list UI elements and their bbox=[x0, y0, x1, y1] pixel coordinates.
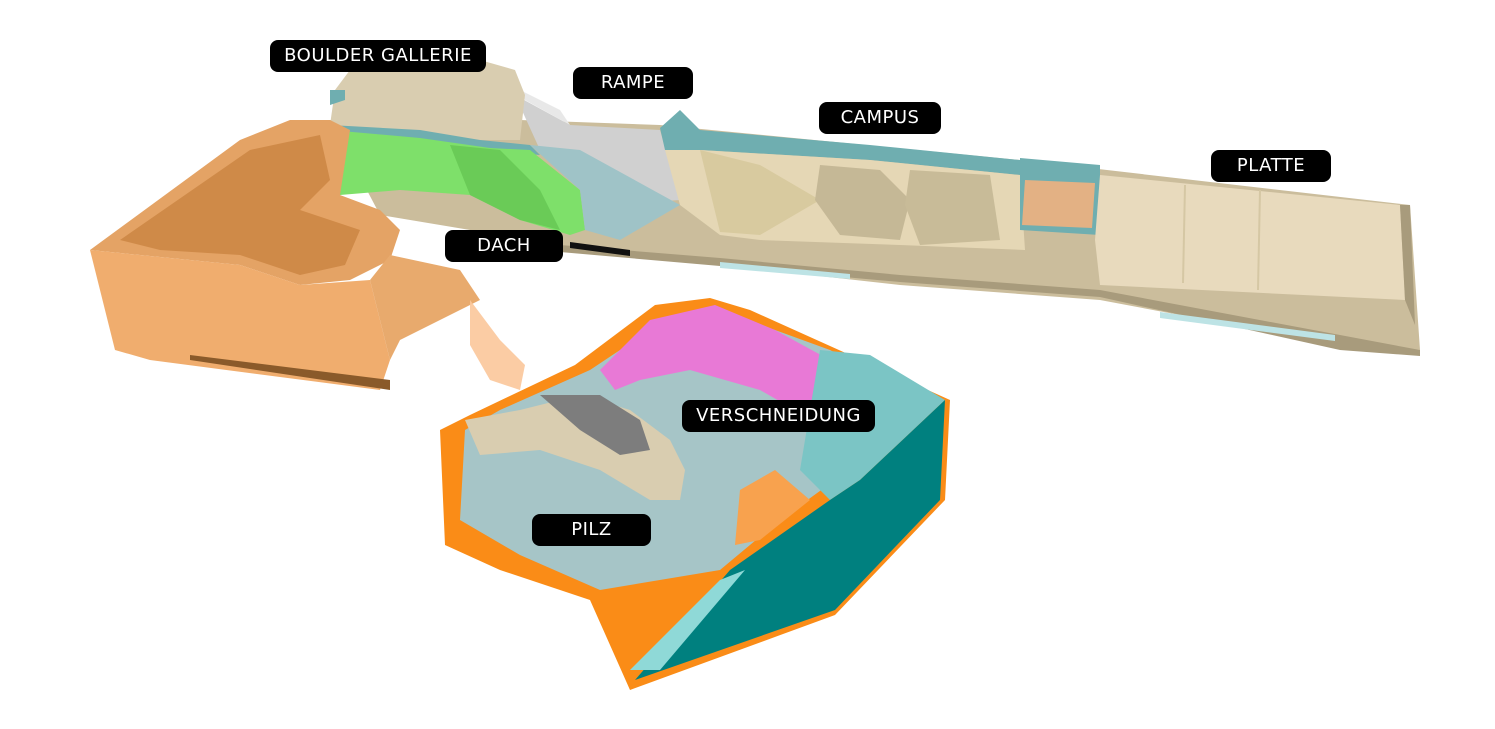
dach-shadow bbox=[190, 355, 390, 390]
floor-edge bbox=[560, 245, 1420, 356]
pilz-shadow bbox=[540, 395, 650, 455]
campus-block-2 bbox=[815, 165, 910, 240]
label-rampe: RAMPE bbox=[573, 67, 693, 99]
grid-panel bbox=[1022, 180, 1095, 228]
rampe-wall bbox=[515, 95, 680, 205]
light-blue-trim-1 bbox=[720, 262, 850, 279]
arrow-to-detail bbox=[470, 300, 525, 390]
label-platte: PLATTE bbox=[1211, 150, 1331, 182]
label-pilz: PILZ bbox=[532, 514, 651, 546]
rampe-light bbox=[520, 90, 570, 125]
dark-strip bbox=[570, 242, 630, 256]
label-campus: CAMPUS bbox=[819, 102, 941, 134]
dach-section bbox=[90, 120, 525, 390]
campus-block-3 bbox=[905, 170, 1000, 245]
boulder-teal-band bbox=[330, 125, 540, 155]
boulder-top bbox=[330, 60, 525, 140]
boulder-gallerie-section bbox=[310, 60, 680, 240]
label-boulder-gallerie: BOULDER GALLERIE bbox=[270, 40, 486, 72]
dach-inner bbox=[120, 135, 360, 275]
light-blue-trim-2 bbox=[1160, 312, 1335, 341]
label-dach: DACH bbox=[445, 230, 563, 262]
detail-dark-teal bbox=[635, 400, 945, 680]
dach-side bbox=[370, 255, 480, 360]
detail-light-teal-edge bbox=[630, 570, 745, 670]
green-wall-shade bbox=[450, 145, 560, 230]
platte-seam-2 bbox=[1257, 189, 1261, 291]
dach-front bbox=[90, 250, 390, 390]
teal-slab bbox=[530, 145, 680, 240]
label-verschneidung: VERSCHNEIDUNG bbox=[682, 400, 875, 432]
campus-block-1 bbox=[700, 150, 820, 235]
platte-seam-1 bbox=[1182, 184, 1186, 284]
platte-side bbox=[1400, 205, 1415, 325]
campus-top-teal bbox=[660, 110, 1020, 175]
platte-wall bbox=[1095, 175, 1405, 300]
boulder-teal-top bbox=[330, 90, 345, 105]
detail-orange-notch bbox=[735, 470, 810, 545]
